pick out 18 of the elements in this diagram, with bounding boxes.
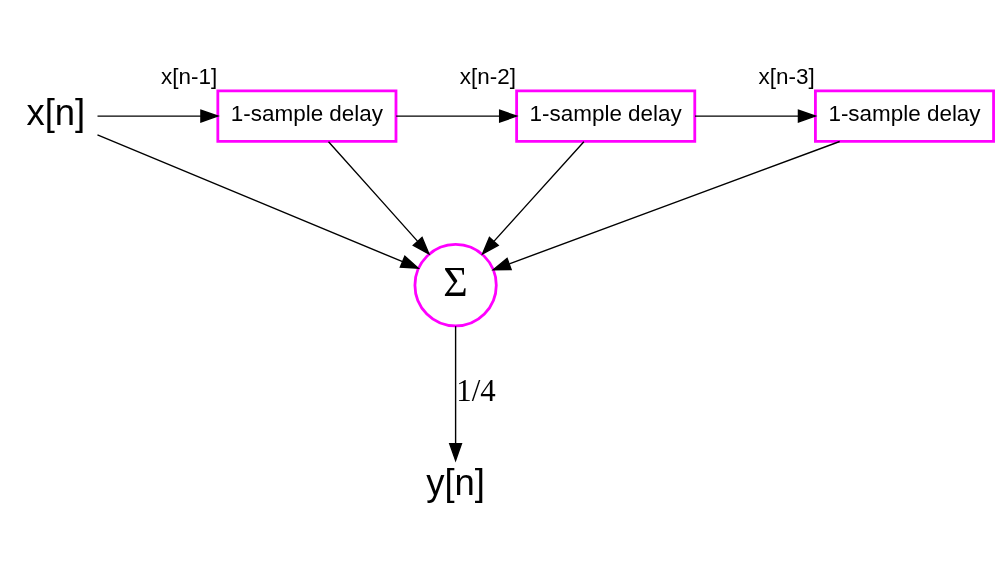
- arrow: [448, 325, 463, 463]
- arrow: [491, 140, 841, 271]
- arrow: [694, 109, 818, 123]
- node-box: 1-sample delay: [515, 89, 697, 143]
- node-label: x[n-2]: [459, 63, 516, 89]
- arrow: [481, 141, 585, 256]
- node-box: 1-sample delay: [216, 89, 398, 143]
- arrow: [327, 141, 431, 256]
- arrow: [96, 134, 421, 269]
- node-box: 1-sample delay: [814, 89, 995, 143]
- arrow: [96, 109, 220, 123]
- arrow: [395, 109, 519, 123]
- node-label: x[n-1]: [161, 63, 218, 89]
- node-text: x[n]: [26, 91, 86, 133]
- node-text: y[n]: [426, 462, 485, 504]
- node-circle: Σ: [413, 243, 498, 328]
- edge-label: 1/4: [456, 374, 496, 409]
- node-label: x[n-3]: [758, 63, 815, 89]
